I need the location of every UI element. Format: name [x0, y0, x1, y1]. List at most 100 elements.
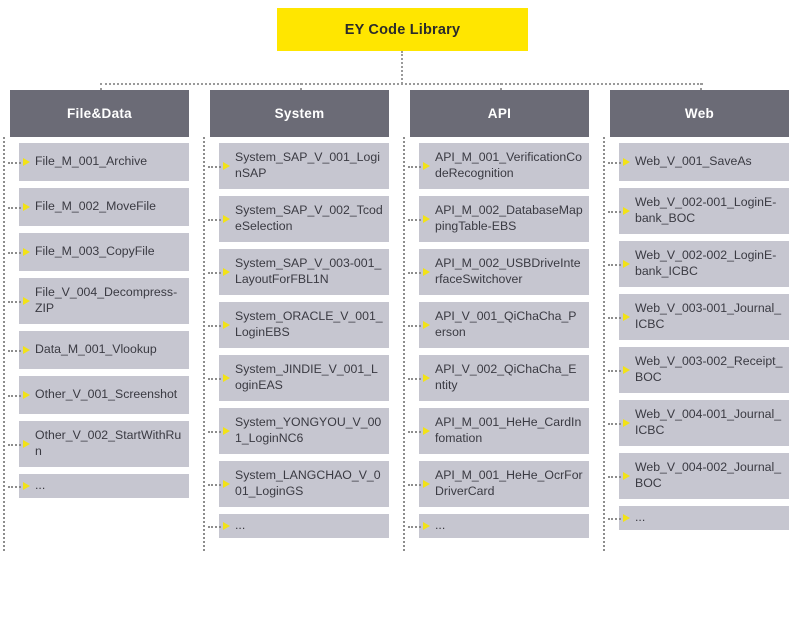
arrow-bullet-icon [423, 320, 430, 329]
root-node[interactable]: EY Code Library [277, 8, 528, 51]
code-item[interactable]: Data_M_001_Vlookup [8, 330, 189, 369]
category-header-label: Web [684, 106, 715, 121]
root-node-label: EY Code Library [344, 21, 461, 38]
code-item[interactable]: API_V_001_QiChaCha_Person [408, 301, 589, 348]
code-item[interactable]: System_YONGYOU_V_001_LoginNC6 [208, 407, 389, 454]
arrow-bullet-icon [223, 521, 230, 530]
arrow-bullet-icon [23, 390, 30, 399]
item-branch-connector [8, 394, 21, 397]
code-item-label: ... [35, 477, 46, 492]
arrow-bullet-icon [223, 161, 230, 170]
item-branch-connector [608, 422, 621, 425]
code-item[interactable]: File_M_001_Archive [8, 143, 189, 181]
item-branch-connector [208, 430, 221, 433]
item-branch-connector [208, 324, 221, 327]
code-item[interactable]: API_M_001_HeHe_OcrForDriverCard [408, 460, 589, 507]
code-item[interactable]: System_SAP_V_002_TcodeSelection [208, 195, 389, 242]
code-item[interactable]: API_M_001_VerificationCodeRecognition [408, 143, 589, 189]
code-item[interactable]: File_M_003_CopyFile [8, 233, 189, 271]
code-item[interactable]: ... [608, 505, 789, 530]
category-header-api[interactable]: API [410, 83, 589, 137]
code-item[interactable]: File_M_002_MoveFile [8, 188, 189, 226]
category-header-web[interactable]: Web [610, 83, 789, 137]
category-header-file-data[interactable]: File&Data [10, 83, 189, 137]
item-branch-connector [208, 218, 221, 221]
code-item[interactable]: Web_V_004-002_Journal_BOC [608, 452, 789, 499]
item-branch-connector [408, 271, 421, 274]
code-item-label: File_M_001_Archive [35, 154, 148, 168]
code-item-label: Web_V_002-002_LoginE-bank_ICBC [635, 247, 777, 278]
arrow-bullet-icon [423, 479, 430, 488]
code-item-label: Web_V_004-002_Journal_BOC [635, 459, 782, 490]
item-branch-connector [608, 369, 621, 372]
code-item-label: API_M_001_HeHe_CardInfomation [435, 414, 582, 445]
code-item[interactable]: System_SAP_V_003-001_LayoutForFBL1N [208, 248, 389, 295]
code-item-label: Web_V_002-001_LoginE-bank_BOC [635, 195, 777, 225]
code-item[interactable]: API_V_002_QiChaCha_Entity [408, 354, 589, 401]
item-branch-connector [208, 525, 221, 528]
code-item[interactable]: Web_V_002-002_LoginE-bank_ICBC [608, 240, 789, 287]
code-item[interactable]: API_M_002_USBDriveInterfaceSwitchover [408, 248, 589, 295]
item-branch-connector [408, 377, 421, 380]
arrow-bullet-icon [623, 513, 630, 522]
code-item[interactable]: ... [8, 473, 189, 498]
arrow-bullet-icon [23, 248, 30, 256]
code-item-label: ... [635, 509, 646, 524]
code-item[interactable]: Other_V_001_Screenshot [8, 375, 189, 414]
category-header-system[interactable]: System [210, 83, 389, 137]
code-item-label: File_M_002_MoveFile [35, 199, 156, 213]
code-item[interactable]: System_LANGCHAO_V_001_LoginGS [208, 460, 389, 507]
arrow-bullet-icon [423, 161, 430, 170]
category-header-label: File&Data [67, 106, 132, 121]
code-item-label: System_LANGCHAO_V_001_LoginGS [235, 467, 381, 498]
item-branch-connector [608, 162, 621, 164]
arrow-bullet-icon [23, 296, 30, 305]
code-item-label: Web_V_001_SaveAs [635, 154, 752, 168]
code-item[interactable]: Web_V_002-001_LoginE-bank_BOC [608, 188, 789, 234]
code-item[interactable]: System_ORACLE_V_001_LoginEBS [208, 301, 389, 348]
item-branch-connector [608, 517, 621, 520]
code-item[interactable]: File_V_004_Decompress-ZIP [8, 278, 189, 324]
item-branch-connector [8, 443, 21, 446]
code-item[interactable]: API_M_002_DatabaseMappingTable-EBS [408, 195, 589, 242]
column-spine-connector [203, 137, 205, 551]
arrow-bullet-icon [623, 365, 630, 374]
code-item[interactable]: ... [208, 513, 389, 538]
code-item-label: Other_V_001_Screenshot [35, 386, 178, 401]
item-branch-connector [8, 162, 21, 164]
arrow-bullet-icon [623, 206, 630, 215]
item-branch-connector [408, 165, 421, 168]
code-item[interactable]: System_SAP_V_001_LoginSAP [208, 143, 389, 189]
code-item[interactable]: API_M_001_HeHe_CardInfomation [408, 407, 589, 454]
code-item-list: Web_V_001_SaveAs Web_V_002-001_LoginE-ba… [605, 137, 792, 530]
item-branch-connector [8, 252, 21, 254]
code-item[interactable]: Web_V_004-001_Journal_ICBC [608, 399, 789, 446]
code-item[interactable]: Web_V_003-001_Journal_ICBC [608, 293, 789, 340]
arrow-bullet-icon [623, 158, 630, 166]
category-columns: File&Data File_M_001_Archive File_M_002_… [0, 83, 800, 551]
item-branch-connector [8, 349, 21, 352]
code-item-label: System_SAP_V_003-001_LayoutForFBL1N [235, 255, 382, 286]
code-item-label: API_M_001_HeHe_OcrForDriverCard [435, 467, 583, 498]
category-column-system: System System_SAP_V_001_LoginSAP System_… [200, 83, 400, 551]
code-item-label: API_M_002_USBDriveInterfaceSwitchover [435, 255, 581, 286]
item-branch-connector [8, 207, 21, 209]
code-item-list: File_M_001_Archive File_M_002_MoveFile F… [5, 137, 192, 498]
item-branch-connector [8, 300, 21, 303]
header-drop-connector [699, 83, 702, 90]
code-item[interactable]: Web_V_001_SaveAs [608, 143, 789, 181]
code-item[interactable]: Other_V_002_StartWithRun [8, 420, 189, 467]
code-item-label: Web_V_004-001_Journal_ICBC [635, 406, 782, 437]
code-item-list: System_SAP_V_001_LoginSAP System_SAP_V_0… [205, 137, 392, 538]
code-item[interactable]: System_JINDIE_V_001_LoginEAS [208, 354, 389, 401]
code-item[interactable]: Web_V_003-002_Receipt_BOC [608, 346, 789, 393]
code-item-label: API_V_002_QiChaCha_Entity [435, 361, 577, 392]
code-item[interactable]: ... [408, 513, 589, 538]
category-column-file-data: File&Data File_M_001_Archive File_M_002_… [0, 83, 200, 551]
arrow-bullet-icon [23, 345, 30, 354]
arrow-bullet-icon [23, 481, 30, 490]
code-item-label: ... [235, 517, 246, 532]
header-drop-connector [99, 83, 102, 90]
code-item-label: Web_V_003-001_Journal_ICBC [635, 300, 782, 331]
